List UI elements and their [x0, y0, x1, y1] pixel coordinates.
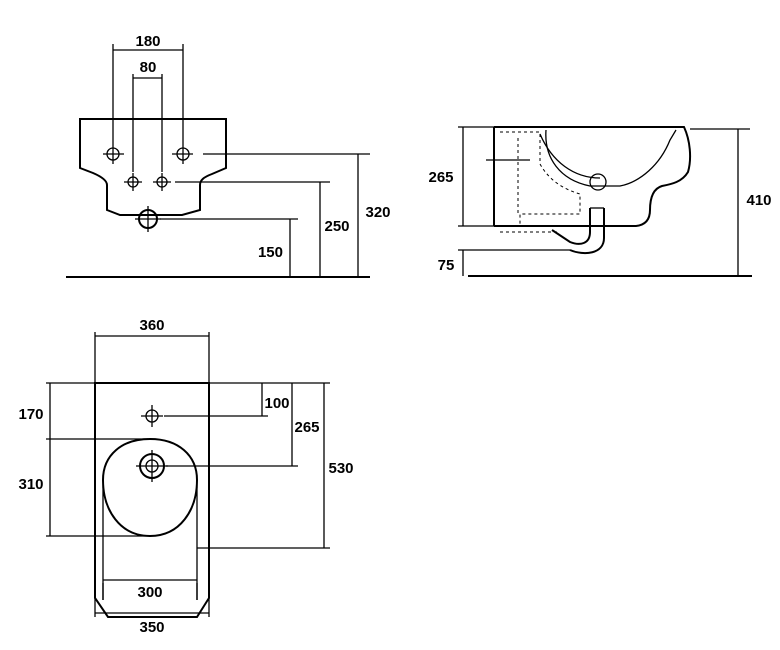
dim-350: 350 — [94, 598, 210, 636]
dim-75: 75 — [438, 249, 570, 276]
front-tap-hole-right — [172, 144, 193, 164]
top-drain — [136, 450, 168, 482]
dim-label-530: 530 — [328, 460, 353, 477]
dim-label-170: 170 — [18, 406, 43, 423]
side-bowl-inner — [545, 129, 677, 187]
dim-265-top: 265 — [166, 383, 320, 467]
top-tap-hole — [141, 405, 163, 427]
dim-label-310: 310 — [18, 476, 43, 493]
dim-label-410: 410 — [746, 192, 771, 209]
front-view: 180 80 150 250 320 — [66, 33, 391, 278]
dim-150: 150 — [258, 219, 291, 277]
front-drain — [135, 206, 161, 232]
dim-label-320: 320 — [365, 204, 390, 221]
dim-300: 300 — [102, 579, 198, 601]
dim-250: 250 — [319, 182, 350, 277]
dim-label-265-top: 265 — [294, 419, 319, 436]
top-view: 360 100 265 530 170 310 3 — [18, 317, 353, 636]
side-view: 265 75 410 — [428, 126, 772, 277]
side-body-outline — [494, 126, 692, 227]
dim-label-80: 80 — [140, 59, 157, 76]
front-lower-hole-right — [153, 173, 171, 191]
dim-label-360: 360 — [139, 317, 164, 334]
dim-label-75: 75 — [438, 257, 455, 274]
dim-label-180: 180 — [135, 33, 160, 50]
dim-label-350: 350 — [139, 619, 164, 636]
side-cavity-dashed — [500, 131, 581, 224]
dim-label-150: 150 — [258, 244, 283, 261]
front-tap-hole-left — [103, 144, 124, 164]
front-lower-hole-left — [124, 173, 142, 191]
dim-265-side: 265 — [428, 126, 494, 227]
dim-320: 320 — [357, 154, 391, 277]
dim-label-100: 100 — [264, 395, 289, 412]
front-body-outline — [79, 118, 227, 216]
dim-80: 80 — [132, 59, 163, 172]
dim-label-300: 300 — [137, 584, 162, 601]
dim-360: 360 — [94, 317, 210, 383]
dim-label-250: 250 — [324, 218, 349, 235]
side-siphon — [551, 208, 591, 245]
dim-530: 530 — [197, 383, 354, 549]
dim-410: 410 — [690, 128, 772, 276]
dim-180: 180 — [112, 33, 184, 144]
dim-label-265-side: 265 — [428, 169, 453, 186]
dim-100: 100 — [164, 383, 290, 417]
